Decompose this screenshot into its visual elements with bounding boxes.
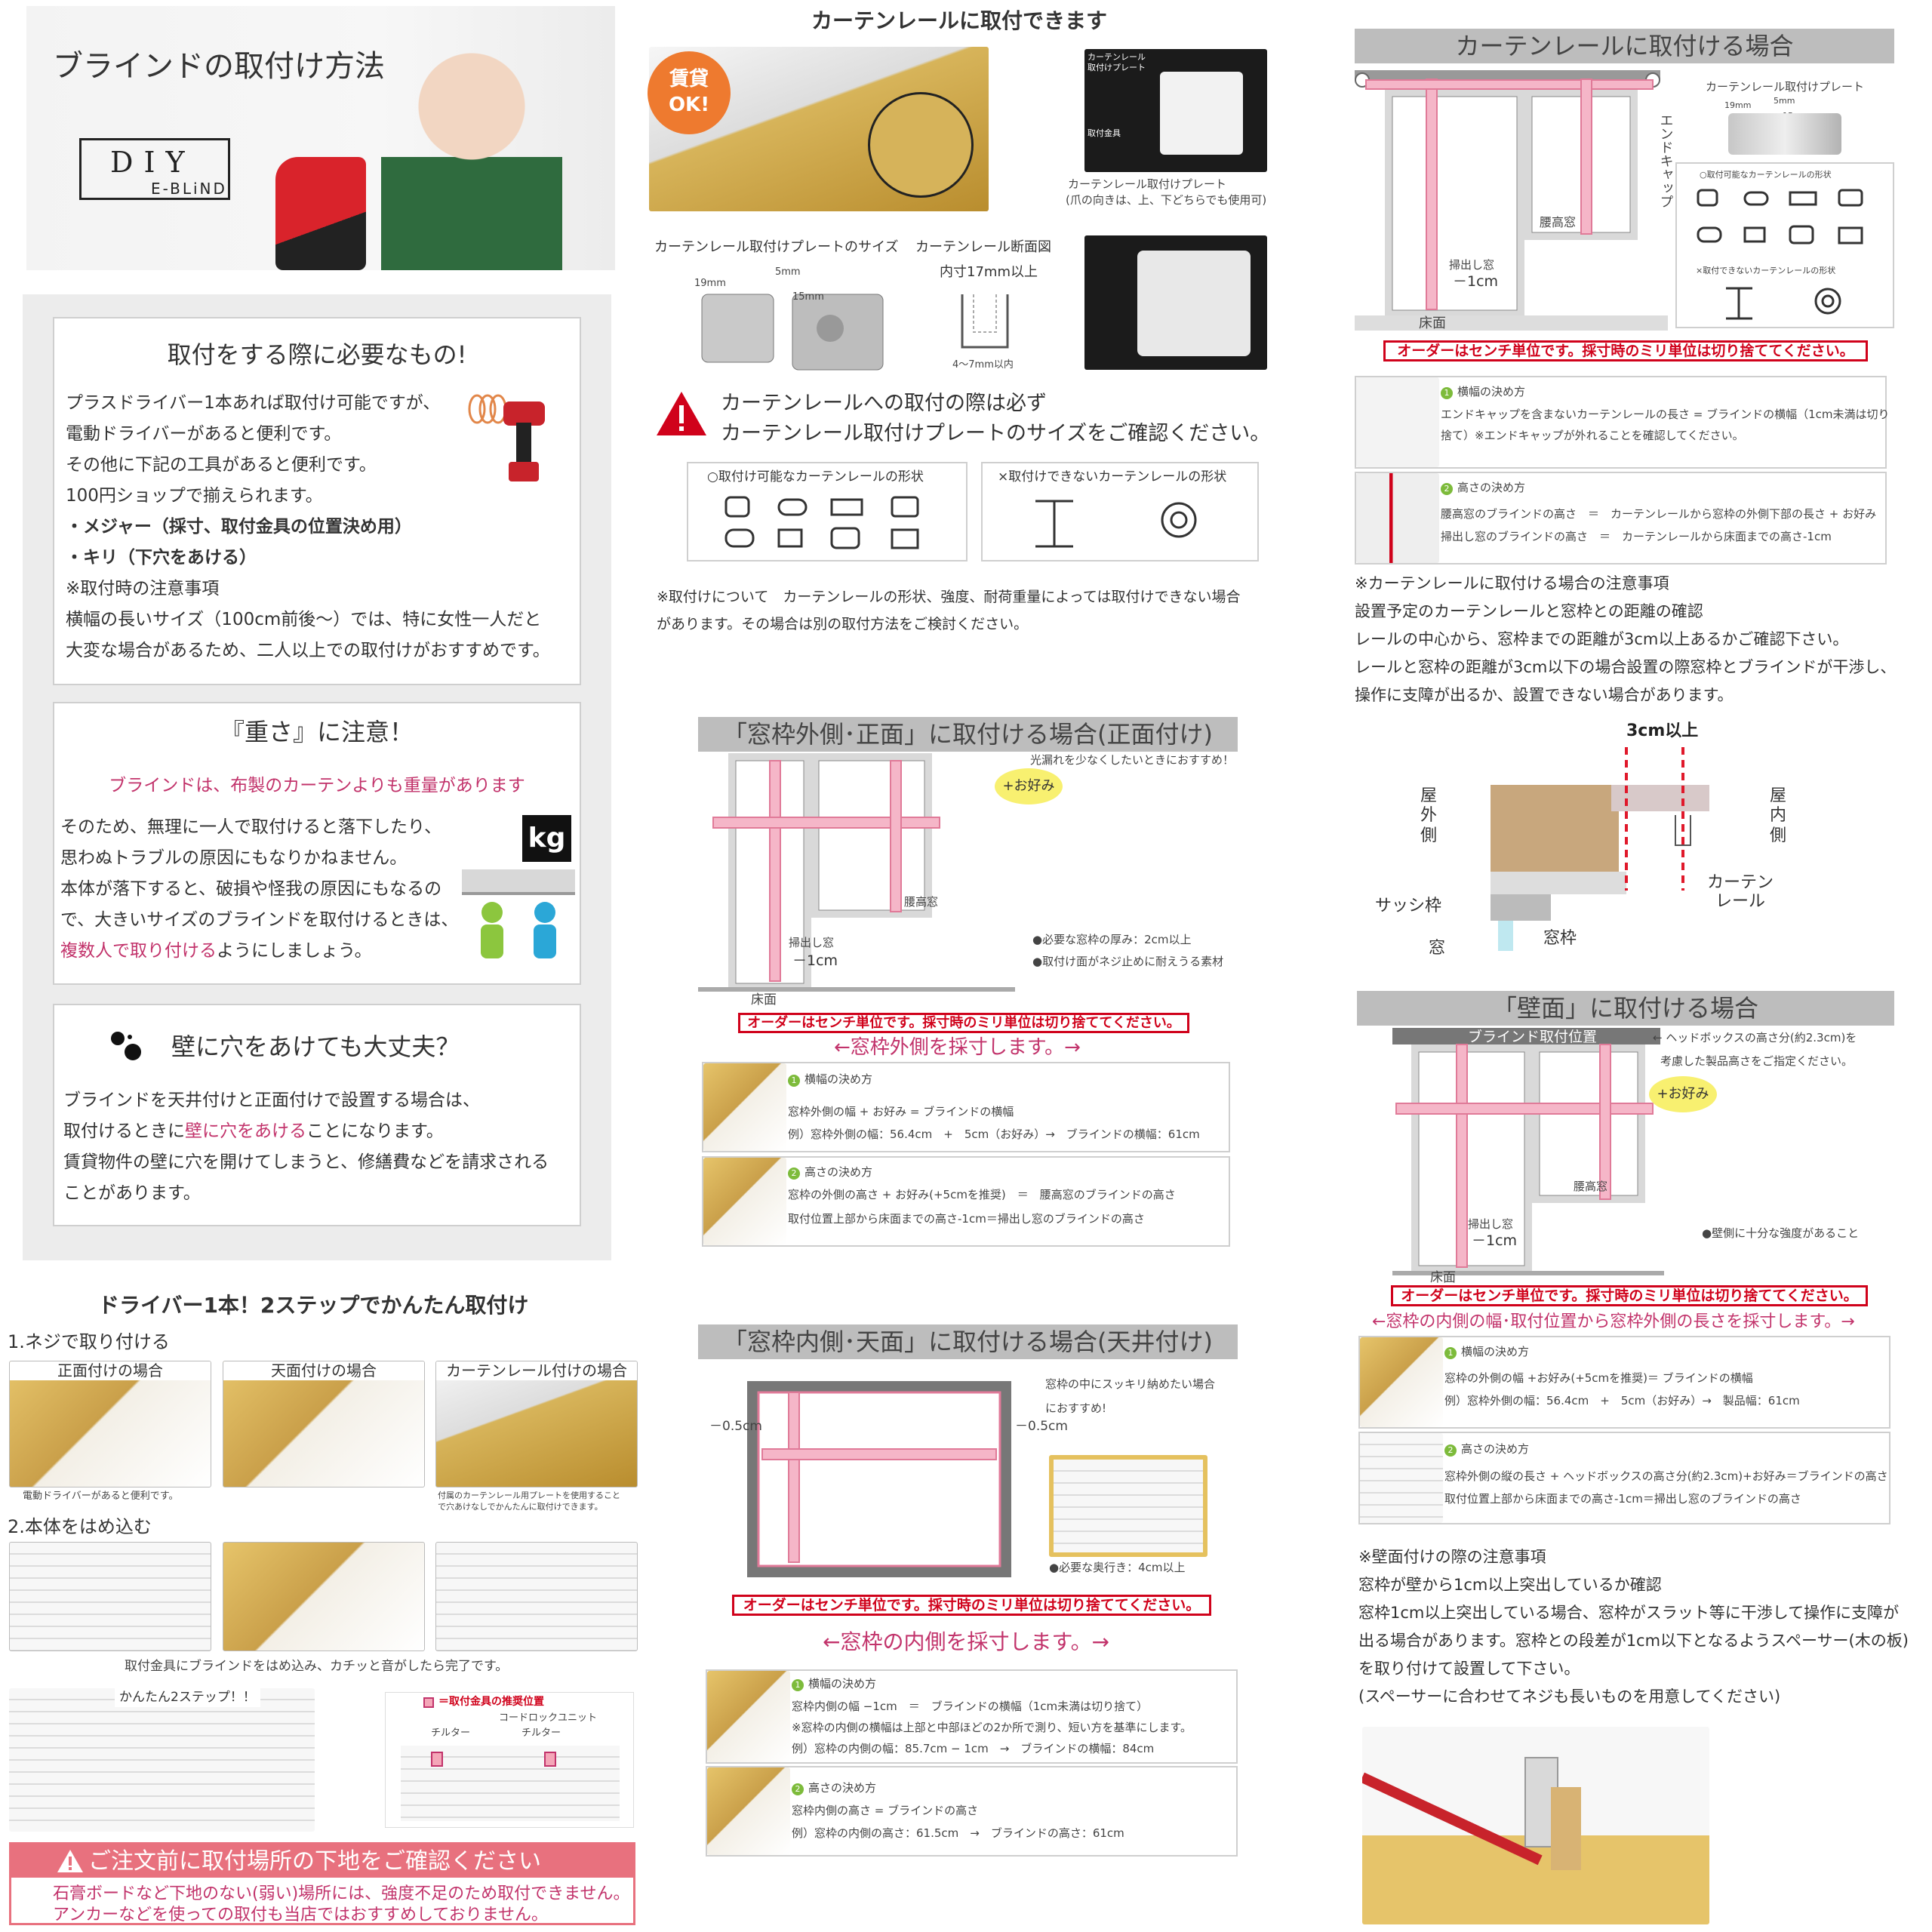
warning-title: ご注文前に取付場所の下地をご確認ください xyxy=(88,1848,541,1875)
front-mount-diagram xyxy=(698,753,1015,995)
plate-parts-photo xyxy=(1084,235,1267,370)
wall-mount-diagram xyxy=(1392,1028,1664,1277)
hero-banner: ブラインドの取付け方法 DIY E-BLiND xyxy=(26,6,615,270)
inside-mount-header: 「窓枠内側･天面」に取付ける場合(天井付け) xyxy=(698,1324,1238,1359)
spacer-install-photo xyxy=(1362,1727,1709,1924)
needs-title: 取付をする際に必要なもの! xyxy=(167,340,467,369)
okonomi-bubble: +お好み xyxy=(1649,1076,1717,1112)
weight-subtitle: ブラインドは、布製のカーテンよりも重量があります xyxy=(109,776,525,795)
photo-rail-mount: カーテンレール付けの場合 xyxy=(435,1361,638,1487)
photo-ceiling-mount: 天面付けの場合 xyxy=(223,1361,425,1487)
rental-ok-badge: 賃貸 OK! xyxy=(648,51,731,134)
needs-box: 取付をする際に必要なもの! プラスドライバー1本あれば取付け可能ですが、 電動ド… xyxy=(53,317,581,685)
rail-plate-image xyxy=(1728,113,1841,155)
rail-mount-header: カーテンレールに取付ける場合 xyxy=(1355,29,1894,63)
warning-triangle-icon xyxy=(655,390,708,437)
inside-mount-diagram xyxy=(747,1381,1011,1577)
rail-distance-diagram xyxy=(1483,747,1732,955)
kg-icon: kg xyxy=(522,815,571,862)
photo-insert-3 xyxy=(435,1542,638,1651)
endcap-label: エンドキャップ xyxy=(1657,113,1674,208)
two-people-lifting-icon xyxy=(462,866,575,968)
step1-label: 1.ネジで取り付ける xyxy=(8,1331,170,1352)
electric-drill-icon xyxy=(462,386,552,492)
rail-shapes-box: ○取付可能なカーテンレールの形状 ×取付できないカーテンレールの形状 xyxy=(1675,162,1894,328)
step2-label: 2.本体をはめ込む xyxy=(8,1516,152,1537)
photo-insert-2 xyxy=(223,1542,425,1651)
rail-shapes-icon xyxy=(1692,186,1881,262)
rail-shapes-icon xyxy=(718,494,945,554)
plate-size-diagram xyxy=(679,264,906,377)
rail-ng-shapes-icon xyxy=(1722,285,1858,322)
warning-triangle-icon xyxy=(57,1849,84,1873)
rail-ng-shapes: ×取付けできないカーテンレールの形状 xyxy=(981,462,1259,561)
inside-blind-photo xyxy=(1049,1455,1208,1557)
weight-title: 『重さ』に注意！ xyxy=(220,718,414,746)
rail-ok-shapes: ○取付け可能なカーテンレールの形状 xyxy=(687,462,968,561)
rail-section-diagram xyxy=(947,287,1023,362)
woman-photo xyxy=(381,36,562,270)
photo-insert-1 xyxy=(9,1542,211,1651)
hole-box: 壁に穴をあけても大丈夫？ ブラインドを天井付けと正面付けで設置する場合は、 取付… xyxy=(53,1004,581,1226)
rail-ng-shapes-icon xyxy=(1028,494,1224,554)
front-mount-header: 「窓枠外側･正面」に取付ける場合(正面付け) xyxy=(698,717,1238,752)
steps-title: ドライバー1本！2ステップでかんたん取付け xyxy=(98,1293,529,1318)
weight-box: 『重さ』に注意！ ブラインドは、布製のカーテンよりも重量があります そのため、無… xyxy=(53,702,581,985)
rail-mount-diagram xyxy=(1355,66,1668,334)
warning-banner: ご注文前に取付場所の下地をご確認ください 石膏ボードなど下地のない(弱い)場所に… xyxy=(9,1842,635,1925)
photo-easy-blind: かんたん2ステップ！！ xyxy=(9,1688,315,1832)
bracket-position-diagram: ＝取付金具の推奨位置 コードロックユニット チルター チルター xyxy=(385,1692,634,1828)
drill-illustration xyxy=(275,157,366,270)
diy-logo: DIY E-BLiND xyxy=(79,138,230,200)
photo-front-mount: 正面付けの場合 xyxy=(9,1361,211,1487)
wall-mount-header: 「壁面」に取付ける場合 xyxy=(1357,991,1894,1026)
plate-photo: カーテンレール 取付けプレート 取付金具 xyxy=(1084,49,1267,172)
okonomi-bubble: +お好み xyxy=(995,768,1063,804)
rail-title: カーテンレールに取付できます xyxy=(811,8,1108,33)
hero-title: ブラインドの取付け方法 xyxy=(53,49,385,84)
hole-dots-icon xyxy=(107,1028,145,1066)
hole-title: 壁に穴をあけても大丈夫？ xyxy=(171,1032,460,1061)
